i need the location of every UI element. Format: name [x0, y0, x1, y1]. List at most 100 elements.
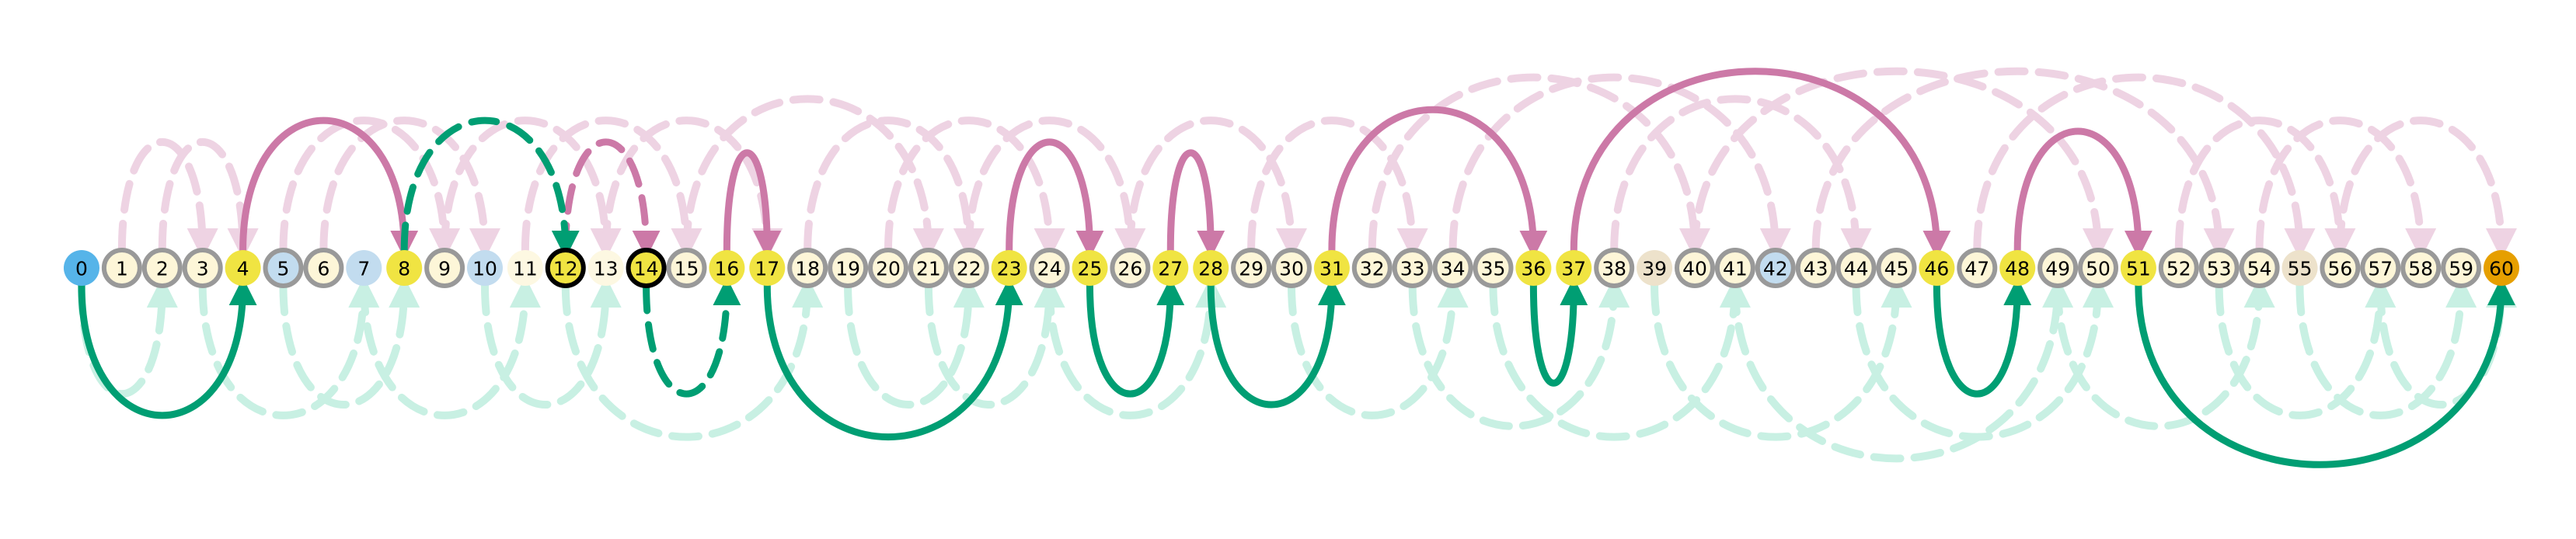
node-28: 28 — [1193, 250, 1229, 286]
node-circle — [1473, 248, 1514, 288]
node-9: 9 — [424, 248, 465, 288]
node-label: 17 — [755, 258, 779, 280]
active-arc-51-60 — [2135, 277, 2515, 468]
node-23: 23 — [991, 250, 1027, 286]
node-circle — [908, 248, 949, 288]
node-label: 31 — [1319, 258, 1344, 280]
node-circle — [1313, 250, 1350, 286]
node-circle — [709, 250, 745, 286]
node-label: 3 — [197, 258, 209, 280]
node-6: 6 — [303, 248, 344, 288]
node-circle — [666, 248, 707, 288]
faded-arc-5-9 — [279, 116, 461, 259]
node-circle — [1714, 248, 1755, 288]
node-11: 11 — [507, 250, 543, 286]
node-20: 20 — [868, 248, 908, 288]
node-circle — [828, 248, 869, 288]
node-17: 17 — [749, 250, 786, 286]
node-label: 5 — [277, 258, 290, 280]
node-circle — [1271, 248, 1312, 288]
node-32: 32 — [1351, 248, 1393, 288]
faded-arc-29-33 — [1247, 116, 1428, 259]
faded-arc-57-60 — [2376, 276, 2517, 409]
node-circle — [2158, 248, 2199, 288]
node-1: 1 — [101, 248, 142, 288]
node-51: 51 — [2120, 250, 2156, 286]
node-label: 38 — [1602, 258, 1626, 280]
node-3: 3 — [182, 248, 223, 288]
active-arc-46-48 — [1933, 277, 2032, 398]
active-arc-23-25 — [1006, 138, 1104, 259]
node-8: 8 — [386, 250, 423, 286]
node-label: 32 — [1360, 258, 1385, 280]
active-arc-28-31 — [1207, 277, 1346, 409]
node-circle — [1755, 248, 1796, 288]
faded-arc-10-13 — [481, 276, 622, 409]
node-label: 24 — [1037, 258, 1062, 280]
faded-arc-44-50 — [1852, 276, 2114, 441]
node-30: 30 — [1271, 248, 1312, 288]
node-circle — [2400, 248, 2442, 288]
faded-arc-18-22 — [803, 116, 985, 259]
node-label: 50 — [2086, 258, 2111, 280]
active-arc-36-37 — [1529, 277, 1588, 387]
faded-arc-20-24 — [884, 116, 1065, 259]
faded-arc-35-41 — [1489, 276, 1751, 441]
node-4: 4 — [225, 250, 261, 286]
active-arc-37-46 — [1570, 68, 1951, 259]
node-14: 14 — [626, 248, 667, 288]
active-arc-4-8 — [239, 116, 419, 259]
node-circle — [1556, 250, 1592, 286]
node-circle — [263, 248, 304, 288]
node-47: 47 — [1957, 248, 1998, 288]
faded-arc-56-60 — [2336, 116, 2517, 259]
node-21: 21 — [908, 248, 949, 288]
node-53: 53 — [2198, 248, 2240, 288]
node-label: 14 — [634, 258, 659, 280]
node-label: 1 — [116, 258, 128, 280]
node-22: 22 — [948, 248, 989, 288]
node-label: 10 — [472, 258, 497, 280]
node-31: 31 — [1313, 250, 1350, 286]
faded-arc-22-26 — [964, 116, 1146, 259]
node-2: 2 — [141, 248, 183, 288]
faded-arc-34-42 — [1448, 73, 1791, 259]
node-27: 27 — [1152, 250, 1189, 286]
node-label: 47 — [1964, 258, 1989, 280]
node-circle — [2281, 250, 2318, 286]
node-label: 19 — [835, 258, 860, 280]
node-7: 7 — [346, 250, 382, 286]
faded-arc-11-15 — [521, 116, 702, 259]
faded-arc-5-8 — [279, 276, 420, 409]
node-circle — [386, 250, 423, 286]
node-label: 36 — [1521, 258, 1546, 280]
faded-arc-39-45 — [1651, 276, 1912, 441]
faded-arc-21-24 — [924, 276, 1065, 409]
node-circle — [749, 250, 786, 286]
node-54: 54 — [2239, 248, 2280, 288]
node-circle — [2320, 248, 2361, 288]
faded-arc-7-11 — [360, 276, 541, 419]
node-circle — [303, 248, 344, 288]
node-33: 33 — [1392, 248, 1433, 288]
node-circle — [545, 248, 586, 288]
node-label: 7 — [357, 258, 370, 280]
node-label: 30 — [1279, 258, 1304, 280]
node-label: 43 — [1804, 258, 1828, 280]
node-label: 56 — [2327, 258, 2352, 280]
faded-arc-55-59 — [2295, 276, 2477, 419]
node-43: 43 — [1795, 248, 1836, 288]
faded-arc-19-22 — [844, 276, 985, 409]
faded-arc-12-18 — [561, 276, 824, 441]
faded-arc-26-30 — [1126, 116, 1307, 259]
faded-arc-13-17 — [601, 116, 783, 259]
node-label: 48 — [2005, 258, 2030, 280]
node-label: 34 — [1441, 258, 1466, 280]
node-label: 57 — [2368, 258, 2393, 280]
node-24: 24 — [1029, 248, 1070, 288]
node-36: 36 — [1515, 250, 1552, 286]
node-label: 37 — [1561, 258, 1586, 280]
node-18: 18 — [787, 248, 828, 288]
